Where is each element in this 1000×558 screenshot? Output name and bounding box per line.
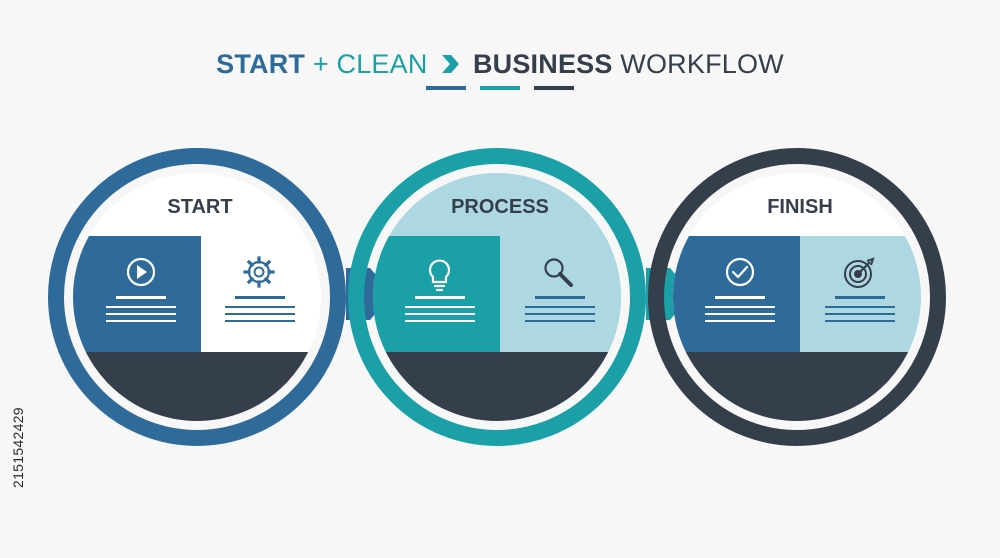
stage-finish-title: FINISH [767, 196, 833, 218]
stage-finish-left-text-lines [705, 296, 775, 322]
stage-start-right-text-lines [225, 296, 295, 322]
stage-finish-left-panel [673, 236, 800, 352]
stage-process-ring [348, 148, 646, 446]
underline-dark [534, 86, 574, 90]
stage-finish: FINISH [648, 148, 946, 446]
stage-finish-right-panel [800, 236, 921, 352]
stage-start-left-panel [73, 236, 201, 352]
stage-process: PROCESS [348, 148, 646, 446]
play-icon [126, 257, 156, 287]
checkmark-icon [725, 257, 755, 287]
stage-finish-ring [648, 148, 946, 446]
title-clean: + CLEAN [312, 49, 428, 79]
stage-process-left-panel [373, 236, 500, 352]
stage-process-left-text-lines [405, 296, 475, 322]
stage-start-title: START [167, 196, 232, 218]
title-start: START [216, 49, 306, 79]
stage-start-ring [48, 148, 346, 446]
underline-teal [480, 86, 520, 90]
magnifier-icon [544, 258, 573, 287]
stage-start-right-panel [201, 236, 321, 352]
underline-blue [426, 86, 466, 90]
target-icon [844, 257, 875, 288]
stage-start-left-text-lines [106, 296, 176, 322]
stage-process-right-panel [500, 236, 621, 352]
gear-icon [243, 256, 275, 288]
title-business: BUSINESS [472, 49, 613, 79]
stage-finish-right-text-lines [825, 296, 895, 322]
stage-process-right-text-lines [525, 296, 595, 322]
title-underlines [0, 86, 1000, 90]
chevron-right-icon [442, 55, 460, 73]
page-title: START + CLEAN BUSINESS WORKFLOW [0, 44, 1000, 84]
stage-start: START [48, 148, 346, 446]
lightbulb-icon [428, 259, 451, 292]
title-workflow: WORKFLOW [620, 49, 784, 79]
stage-process-title: PROCESS [451, 196, 549, 218]
